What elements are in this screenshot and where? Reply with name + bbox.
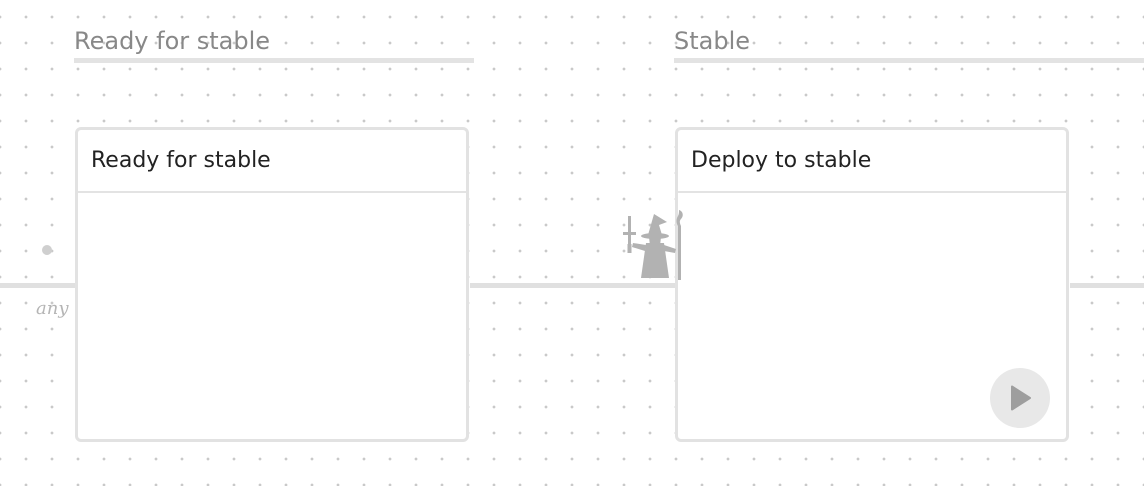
job-card-ready-for-stable[interactable]: Ready for stable [75, 127, 469, 442]
connector-line [1070, 283, 1144, 288]
job-card-title: Ready for stable [91, 148, 271, 173]
stage-underline [674, 58, 1144, 63]
play-icon [1011, 385, 1031, 411]
connector-line [0, 283, 80, 288]
stage-header-stable: Stable [674, 24, 1144, 64]
stage-title: Ready for stable [74, 27, 271, 55]
job-card-deploy-to-stable[interactable]: Deploy to stable [675, 127, 1069, 442]
stage-title: Stable [674, 27, 751, 55]
connector-start-dot [42, 245, 52, 255]
job-card-header: Deploy to stable [678, 130, 1066, 193]
stage-header-ready-for-stable: Ready for stable [74, 24, 474, 64]
run-job-button[interactable] [990, 368, 1050, 428]
wizard-icon [623, 210, 683, 280]
connector-line [470, 283, 680, 288]
job-card-title: Deploy to stable [691, 148, 872, 173]
connector-condition-label: any [36, 298, 69, 319]
job-card-header: Ready for stable [78, 130, 466, 193]
stage-underline [74, 58, 474, 63]
